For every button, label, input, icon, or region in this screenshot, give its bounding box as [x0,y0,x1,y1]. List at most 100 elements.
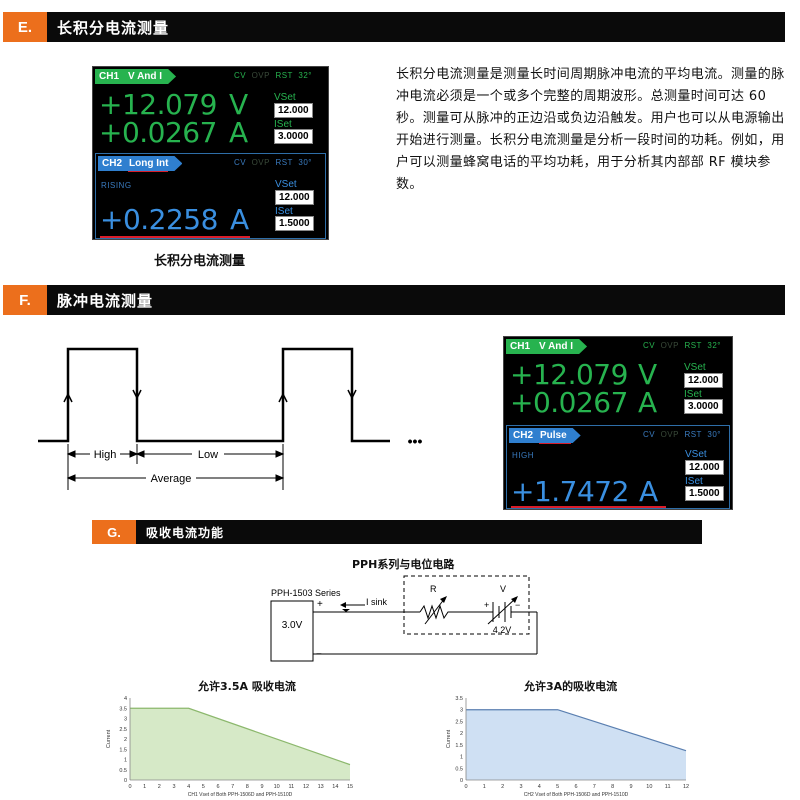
area-fill [466,709,686,780]
x-tick-label: 10 [646,784,652,790]
x-tick-label: 2 [158,784,161,790]
ch2-trigger-label: HIGH [512,451,534,460]
ch2-current-readout: +0.2258 [100,203,218,236]
series-label: PPH-1503 Series [271,588,341,598]
area-fill [130,708,350,780]
ch1-voltage-readout: +12.079 [510,358,628,391]
x-tick-label: 0 [128,784,131,790]
x-axis-label: CH1 Vset of Both PPH-1506D and PPH-1510D [188,792,293,798]
chart1-title: 允许3.5A 吸收电流 [198,680,296,693]
ch1-current-unit: A [638,386,658,419]
ch1-vset-value[interactable]: 12.000 [684,373,723,388]
ch2-current-readout: +1.7472 [511,475,629,508]
ch1-vset-label: VSet [274,92,296,103]
y-tick-label: 1 [124,758,127,764]
ch2-readout-underline [100,236,250,238]
y-tick-label: 0 [124,778,127,784]
x-tick-label: 4 [187,784,190,790]
x-tick-label: 9 [260,784,263,790]
ch2-vset-label: VSet [685,449,707,460]
x-tick-label: 12 [303,784,309,790]
y-tick-label: 3.5 [455,696,463,702]
x-tick-label: 9 [629,784,632,790]
ch1-voltage-readout: +12.079 [99,88,217,121]
y-tick-label: 2 [124,737,127,743]
x-tick-label: 14 [332,784,338,790]
ch2-current-unit: A [230,203,250,236]
x-axis-label: CH2 Vset of Both PPH-1506D and PPH-1510D [524,792,629,798]
instrument-screen-long-int: CH1 V And I CV OVP RST 32° +12.079 V +0.… [92,66,329,240]
y-axis-label: Current [446,729,452,748]
ch2-label: CH2 [509,428,538,443]
section-e-tag: E. [3,12,47,42]
ch2-trigger-label: RISING [101,181,132,190]
y-tick-label: 2.5 [455,719,463,725]
section-g-bar: G. 吸收电流功能 [92,520,702,544]
continuation-ellipsis: ••• [408,433,423,449]
x-tick-label: 7 [593,784,596,790]
ch2-mode: Pulse [535,428,581,443]
ch1-voltage-unit: V [638,358,658,391]
y-tick-label: 1.5 [455,743,463,749]
ch1-vset-value[interactable]: 12.000 [274,103,313,118]
x-tick-label: 1 [143,784,146,790]
y-tick-label: 2.5 [119,727,127,733]
ch1-iset-value[interactable]: 3.0000 [274,129,313,144]
circuit-title: PPH系列与电位电路 [352,558,455,571]
ch2-vset-value[interactable]: 12.000 [685,460,724,475]
screen1-caption: 长积分电流测量 [154,254,246,269]
instrument-screen-pulse: CH1 V And I CV OVP RST 32° +12.079 V +0.… [503,336,733,510]
section-f-title: 脉冲电流测量 [57,291,154,310]
section-g-tag: G. [92,520,136,544]
y-tick-label: 0 [460,778,463,784]
x-tick-label: 6 [216,784,219,790]
voltage-source-label: V [500,584,506,594]
chart2-title: 允许3A的吸收电流 [524,680,618,693]
x-tick-label: 2 [501,784,504,790]
ch1-iset-label: ISet [274,119,292,130]
sink-circuit-diagram: PPH-1503 Series 3.0V + − I sink R V + − … [270,575,538,662]
ch2-label: CH2 [98,156,127,171]
ch2-iset-value[interactable]: 1.5000 [685,486,724,501]
x-tick-label: 5 [556,784,559,790]
y-tick-label: 1.5 [119,747,127,753]
x-tick-label: 10 [274,784,280,790]
section-e-paragraph: 长积分电流测量是测量长时间周期脉冲电流的平均电流。测量的脉冲电流必须是一个或多个… [396,67,785,192]
x-tick-label: 3 [519,784,522,790]
section-f-bar: F. 脉冲电流测量 [3,285,785,315]
source-box [270,600,314,662]
ch2-iset-label: ISet [275,206,293,217]
y-tick-label: 0.5 [119,768,127,774]
ch2-iset-label: ISet [685,476,703,487]
ch2-panel: CH2 Pulse CV OVP RST 30° HIGH +1.7472 A … [506,425,730,509]
ch1-iset-label: ISet [684,389,702,400]
ch1-iset-value[interactable]: 3.0000 [684,399,723,414]
source-voltage: 3.0V [282,620,303,631]
y-tick-label: 2 [460,731,463,737]
y-tick-label: 1 [460,755,463,761]
ch2-status: CV OVP RST 30° [234,158,312,167]
ch1-current-readout: +0.0267 [99,116,217,149]
ch1-label: CH1 [95,69,124,84]
ch2-mode: Long Int [124,156,182,171]
ch1-mode: V And I [123,69,176,84]
y-axis-label: Current [106,729,112,748]
section-e-title: 长积分电流测量 [57,18,170,37]
isink-label: I sink [366,597,388,607]
average-label: Average [151,473,192,485]
low-label: Low [198,449,218,461]
ch1-label: CH1 [506,339,535,354]
battery-minus: − [515,600,520,610]
ch1-vset-label: VSet [684,362,706,373]
plus-terminal: + [317,599,323,610]
ch1-current-unit: A [229,116,249,149]
x-tick-label: 8 [611,784,614,790]
y-tick-label: 0.5 [455,766,463,772]
x-tick-label: 12 [683,784,689,790]
ch2-iset-value[interactable]: 1.5000 [275,216,314,231]
ch2-vset-value[interactable]: 12.000 [275,190,314,205]
